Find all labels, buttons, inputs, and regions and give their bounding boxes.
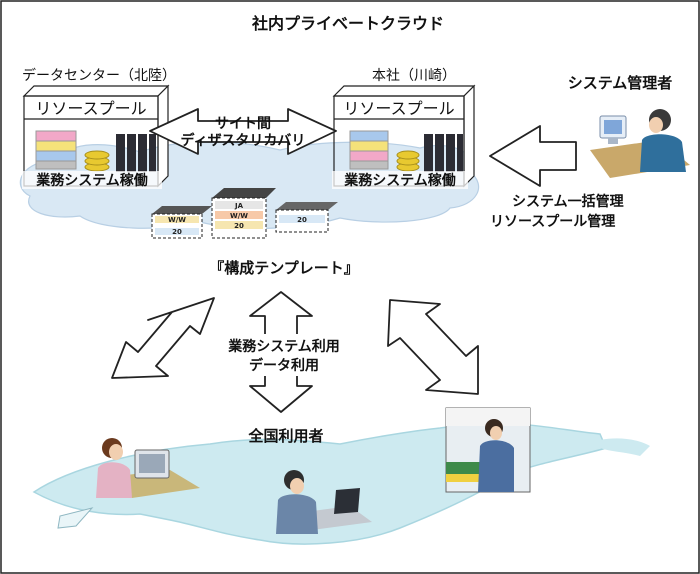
template-tile: JA W/W 20: [211, 188, 276, 239]
center-arrow-label-line2: データ利用: [249, 357, 319, 374]
coin-stack: [84, 150, 110, 172]
datacenter-system-label: 業務システム稼働: [35, 172, 148, 189]
headoffice-pool-label: リソースプール: [343, 99, 454, 118]
admin-arrow-label-line1: システム一括管理: [512, 193, 624, 210]
center-arrow-label-line1: 業務システム利用: [227, 338, 340, 355]
datacenter-label: データセンター（北陸）: [22, 67, 176, 84]
left-user-arrow: [111, 297, 215, 379]
user-station-man-illustration: [445, 407, 531, 493]
user-man-laptop-illustration: [276, 470, 372, 534]
admin-label: システム管理者: [568, 74, 673, 92]
tile-text: 20: [297, 216, 307, 224]
users-label: 全国利用者: [247, 427, 323, 445]
coin-stack: [396, 150, 420, 172]
headoffice-label: 本社（川崎）: [372, 68, 456, 84]
tile-text: W/W: [168, 216, 186, 224]
rack-servers: [116, 134, 156, 172]
template-label: 『構成テンプレート』: [209, 259, 359, 277]
user-woman-illustration: [96, 438, 200, 498]
template-tiles: W/W 20 JA W/W 20 20: [151, 188, 338, 239]
diagram-title: 社内プライベートクラウド: [251, 14, 444, 33]
datacenter-pool-label: リソースプール: [35, 99, 146, 118]
dr-label-line2: ディザスタリカバリ: [181, 132, 306, 149]
template-tile: 20: [275, 202, 338, 233]
tile-text: 20: [172, 228, 182, 236]
admin-person-illustration: [590, 109, 690, 178]
headoffice-resource-pool: リソースプール 業務システム稼働: [332, 84, 476, 189]
dr-label-line1: サイト間: [215, 116, 271, 132]
tile-text: 20: [234, 222, 244, 230]
rack-servers: [424, 134, 463, 172]
template-tile: W/W 20: [151, 206, 212, 239]
server-stack: [35, 130, 77, 170]
tile-text: W/W: [230, 212, 248, 220]
tile-text: JA: [234, 202, 244, 210]
admin-arrow-label-line2: リソースプール管理: [490, 213, 615, 230]
headoffice-system-label: 業務システム稼働: [343, 172, 456, 189]
right-user-arrow: [387, 299, 479, 395]
center-user-arrow: 業務システム利用 データ利用: [226, 291, 342, 413]
disaster-recovery-arrow: サイト間 ディザスタリカバリ: [149, 108, 337, 155]
datacenter-resource-pool: リソースプール 業務システム稼働: [22, 84, 170, 189]
admin-management-arrow: [489, 125, 577, 187]
server-stack: [349, 130, 389, 170]
